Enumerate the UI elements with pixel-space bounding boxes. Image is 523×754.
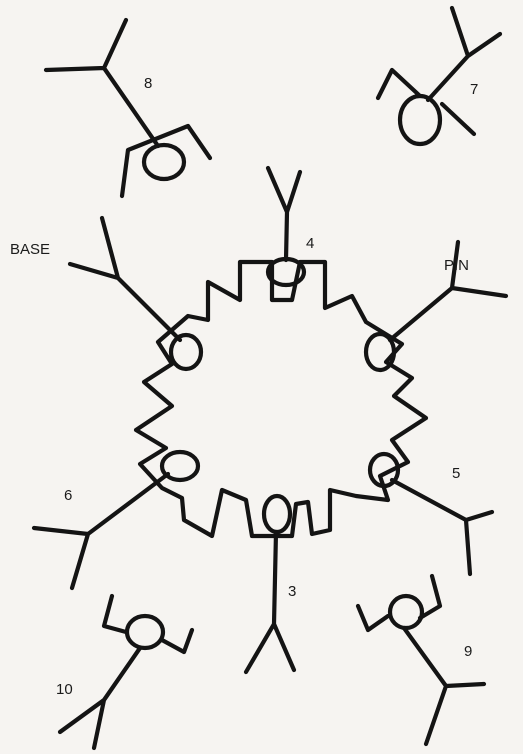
label-pin: PIN — [444, 257, 469, 274]
label-7: 7 — [470, 81, 478, 98]
label-5: 5 — [452, 465, 460, 482]
label-8: 8 — [144, 75, 152, 92]
label-4: 4 — [306, 235, 314, 252]
label-base: BASE — [10, 241, 50, 258]
label-9: 9 — [464, 643, 472, 660]
label-10: 10 — [56, 681, 73, 698]
label-3: 3 — [288, 583, 296, 600]
label-6: 6 — [64, 487, 72, 504]
